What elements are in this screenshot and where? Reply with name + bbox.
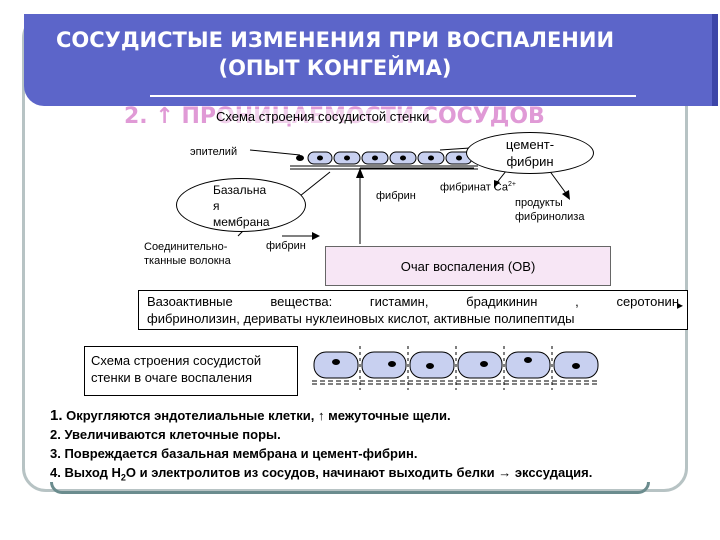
list-item: 3. Повреждается базальная мембрана и цем… — [50, 446, 418, 461]
epithelium-label: эпителий — [190, 146, 238, 158]
basal-line2: я — [213, 199, 220, 213]
cement-fibrin-line2: фибрин — [506, 154, 554, 169]
products-arrowhead — [562, 190, 570, 200]
bottom-cell-nucleus — [524, 357, 532, 363]
bottom-cell-nucleus — [388, 361, 396, 367]
bullet-icon: ▸ — [677, 298, 684, 312]
vaso-word4: брадикинин — [466, 294, 538, 309]
fibrin-center-label: фибрин — [376, 190, 416, 202]
vessel-wall-bottom — [312, 346, 600, 390]
inflamed-scheme-line1: Схема строения сосудистой — [91, 353, 262, 368]
item1-text-b: межуточные щели. — [328, 408, 451, 423]
consequences-list: 1. Округляются эндотелиальные клетки, ↑ … — [50, 406, 690, 488]
item4-sub: 2 — [120, 472, 126, 483]
list-item: 4. Выход Н2О и электролитов из сосудов, … — [50, 463, 690, 488]
top-cell-nucleus — [317, 155, 323, 161]
products-line1: продукты — [515, 197, 563, 209]
vasoactive-line1: Вазоактивные вещества: гистамин, брадики… — [147, 293, 679, 310]
cement-pointer — [439, 147, 471, 151]
title-band — [24, 14, 718, 106]
fibrinate-text: фибринат Са — [440, 181, 508, 194]
bottom-cell-nucleus — [480, 361, 488, 367]
item4-text-c: экссудация. — [514, 465, 593, 480]
title-line-2: (ОПЫТ КОНГЕЙМА) — [218, 56, 452, 80]
subtitle-number: 2. — [124, 104, 148, 129]
basal-membrane-ellipse: Базальна я мембрана — [176, 178, 306, 232]
fibrin-left-label: фибрин — [266, 240, 306, 252]
top-cell-nucleus — [428, 155, 434, 161]
vasoactive-line2: фибринолизин, дериваты нуклеиновых кисло… — [147, 311, 575, 326]
inflammation-focus-label: Очаг воспаления (ОВ) — [400, 258, 536, 274]
item4-text-b: О и электролитов из сосудов, начинают вы… — [125, 465, 495, 480]
bottom-cell-nucleus — [572, 363, 580, 369]
cement-fibrin-ellipse: цемент- фибрин — [466, 132, 594, 174]
cement-fibrin-line1: цемент- — [505, 137, 555, 152]
up-arrow-icon: ↑ — [155, 104, 174, 129]
bottom-cell — [361, 351, 407, 379]
vaso-word5: , — [575, 294, 579, 309]
products-line2: фибринолиза — [515, 211, 585, 223]
connective-fibers-label: Соединительно- тканные волокна — [144, 240, 231, 268]
fibrin-arrowhead — [356, 168, 364, 178]
fibrinate-sup: 2+ — [508, 181, 516, 188]
vaso-word3: гистамин, — [369, 294, 429, 309]
fibrin-left-arrowhead — [312, 232, 320, 240]
title-line-1: СОСУДИСТЫЕ ИЗМЕНЕНИЯ ПРИ ВОСПАЛЕНИИ — [55, 28, 615, 52]
epithelium-pointer — [249, 149, 301, 156]
inflamed-scheme-line2: стенки в очаге воспаления — [91, 370, 253, 385]
vaso-word2: вещества: — [270, 294, 333, 309]
top-cell-nucleus — [456, 155, 462, 161]
basal-pointer — [299, 171, 331, 197]
inflamed-scheme-box: Схема строения сосудистой стенки в очаге… — [84, 346, 298, 396]
fibrinolysis-products: продукты фибринолиза — [515, 196, 584, 224]
top-cell-nucleus — [296, 155, 304, 161]
basal-line3: мембрана — [213, 215, 270, 229]
fibrinate-arrowhead — [494, 180, 500, 188]
basal-line1: Базальна — [213, 183, 267, 197]
top-cell-nucleus — [372, 155, 378, 161]
up-arrow-icon: ↑ — [318, 408, 325, 423]
page-title: СОСУДИСТЫЕ ИЗМЕНЕНИЯ ПРИ ВОСПАЛЕНИИ (ОПЫ… — [30, 26, 640, 82]
item1-text-a: Округляются эндотелиальные клетки, — [66, 408, 315, 423]
connective-line1: Соединительно- — [144, 241, 228, 253]
connective-line2: тканные волокна — [144, 255, 231, 267]
fibrinate-label: фибринат Са2+ — [440, 181, 516, 194]
vasoactive-box: Вазоактивные вещества: гистамин, брадики… — [138, 290, 688, 330]
right-arrow-icon: → — [498, 465, 512, 480]
item4-text-a: 4. Выход Н — [50, 465, 121, 480]
list-item: 1. Округляются эндотелиальные клетки, ↑ … — [50, 406, 690, 425]
bottom-cell-nucleus — [332, 359, 340, 365]
inflammation-focus-box: Очаг воспаления (ОВ) — [325, 246, 611, 286]
bottom-cell-nucleus — [426, 363, 434, 369]
list-item: 2. Увеличиваются клеточные поры. — [50, 427, 281, 442]
title-underline — [150, 95, 636, 97]
bottom-cell — [505, 351, 551, 379]
bottom-cell — [457, 351, 503, 379]
vaso-word1: Вазоактивные — [147, 294, 233, 309]
top-cell-nucleus — [400, 155, 406, 161]
vessel-wall-top — [290, 151, 478, 170]
top-cell-nucleus — [344, 155, 350, 161]
item1-number: 1. — [50, 407, 63, 424]
vaso-word6: серотонин — [616, 294, 679, 309]
scheme-label: Схема строения сосудистой стенки — [216, 109, 430, 124]
